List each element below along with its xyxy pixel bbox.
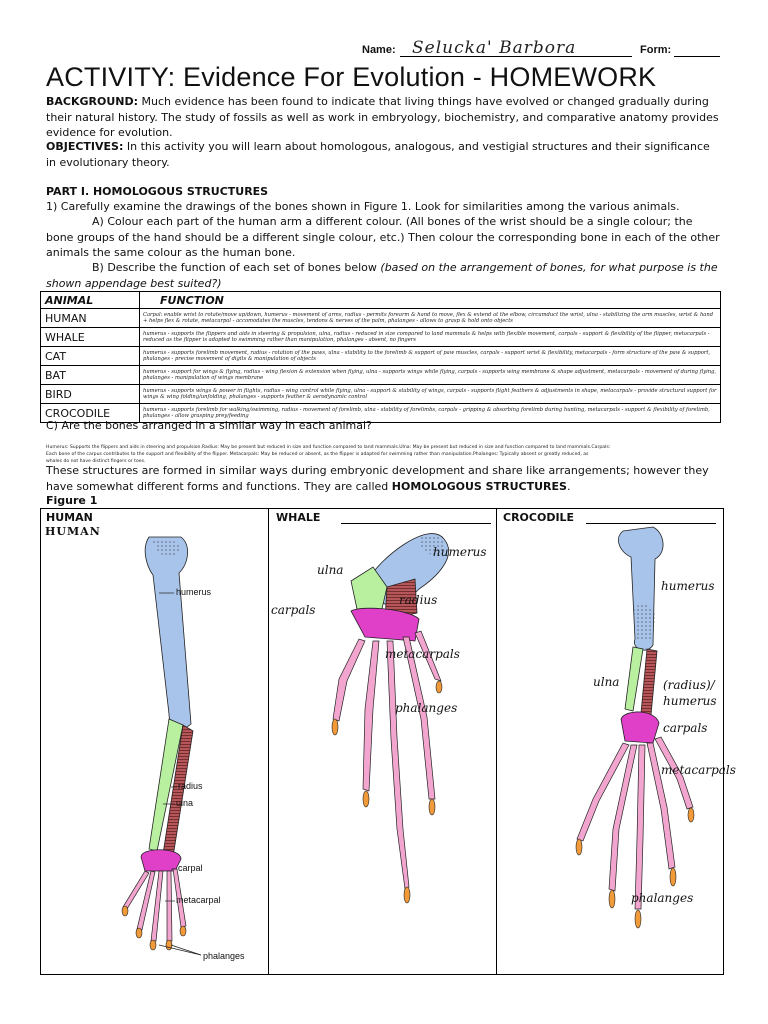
homologous-term: HOMOLOGOUS STRUCTURES xyxy=(391,479,567,493)
whale-label-phalanges: phalanges xyxy=(395,701,458,715)
human-fingers xyxy=(122,868,187,942)
croc-heading-rule xyxy=(586,523,716,524)
function-cell[interactable]: humerus - support for wings & flying, ra… xyxy=(139,365,721,385)
human-label-carpal: carpal xyxy=(178,863,203,873)
human-arm-diagram xyxy=(121,536,202,956)
background-paragraph: BACKGROUND: Much evidence has been found… xyxy=(46,94,722,141)
question-1b-text: B) Describe the function of each set of … xyxy=(92,261,377,274)
figure-1: HUMAN WHALE CROCODILE HUMAN xyxy=(40,508,736,975)
animal-cell: CAT xyxy=(40,346,140,366)
name-value[interactable]: Selucka' Barbora xyxy=(412,38,577,58)
col-animal: ANIMAL xyxy=(40,291,140,309)
human-handwritten: HUMAN xyxy=(45,525,101,538)
question-1a-text: A) Colour each part of the human arm a d… xyxy=(46,215,720,259)
table-header-row: ANIMAL FUNCTION xyxy=(40,291,721,309)
whale-flipper-diagram xyxy=(331,533,450,904)
whale-radius xyxy=(384,578,418,620)
human-label-ulna: ulna xyxy=(176,798,194,808)
objectives-label: OBJECTIVES: xyxy=(46,140,124,153)
divider-2 xyxy=(496,509,497,974)
name-row: Name: Selucka' Barbora Form: xyxy=(362,38,722,62)
table-row: BIRD humerus - supports wings & power in… xyxy=(40,384,721,404)
background-label: BACKGROUND: xyxy=(46,95,139,108)
human-carpals xyxy=(140,849,182,872)
table-row: HUMAN Carpal: enable wrist to rotate/mov… xyxy=(40,308,721,328)
human-humerus xyxy=(144,536,192,729)
human-label-radius: radius xyxy=(178,781,203,791)
function-table: ANIMAL FUNCTION HUMAN Carpal: enable wri… xyxy=(40,291,721,423)
table-row: CROCODILE humerus - supports forelimb fo… xyxy=(40,403,721,423)
croc-digits xyxy=(576,736,694,910)
whale-label-radius: radius xyxy=(399,593,438,607)
function-cell[interactable]: Carpal: enable wrist to rotate/move up/d… xyxy=(139,308,721,328)
question-1b-italic: (based on the arrangement of bones, for … xyxy=(46,261,718,290)
animal-cell: BAT xyxy=(40,365,140,385)
croc-label-metacarpals: metacarpals xyxy=(661,763,736,777)
small-answer-line: Each bone of the carpus contributes to t… xyxy=(46,452,589,457)
human-heading: HUMAN xyxy=(46,511,93,524)
form-label: Form: xyxy=(640,44,672,56)
function-cell[interactable]: humerus - supports the flippers and aids… xyxy=(139,327,721,347)
croc-ulna xyxy=(624,646,644,712)
objectives-text: In this activity you will learn about ho… xyxy=(46,140,710,169)
function-cell[interactable]: humerus - supports forelimb movement, ra… xyxy=(139,346,721,366)
homologous-paragraph: These structures are formed in similar w… xyxy=(46,463,722,494)
name-label: Name: xyxy=(362,44,396,56)
whale-digits xyxy=(332,630,442,890)
table-row: CAT humerus - supports forelimb movement… xyxy=(40,346,721,366)
figure-caption: Figure 1 xyxy=(46,494,98,507)
whale-label-ulna: ulna xyxy=(317,563,344,577)
whale-label-humerus: humerus xyxy=(433,545,487,559)
croc-label-ulna: ulna xyxy=(593,675,620,689)
question-1b: B) Describe the function of each set of … xyxy=(46,260,722,291)
whale-heading: WHALE xyxy=(276,511,321,524)
function-cell[interactable]: humerus - supports wings & power in flig… xyxy=(139,384,721,404)
animal-cell: CROCODILE xyxy=(40,403,140,423)
form-underline[interactable] xyxy=(674,56,720,57)
crocodile-limb-diagram xyxy=(575,526,695,929)
homologous-end: . xyxy=(566,479,571,493)
name-underline xyxy=(400,56,632,57)
animal-cell: BIRD xyxy=(40,384,140,404)
table-row: WHALE humerus - supports the flippers an… xyxy=(40,327,721,347)
crocodile-heading: CROCODILE xyxy=(503,511,575,524)
col-function: FUNCTION xyxy=(139,291,721,309)
croc-label-carpals: carpals xyxy=(663,721,708,735)
croc-label-humerus: humerus xyxy=(661,579,715,593)
page-title: ACTIVITY: Evidence For Evolution - HOMEW… xyxy=(46,62,657,92)
homologous-text: These structures are formed in similar w… xyxy=(46,464,709,493)
small-answer-line: Humerus: Supports the flippers and aids … xyxy=(46,445,611,450)
croc-label-radius-humerus: (radius)/ humerus xyxy=(663,678,717,708)
whale-carpals xyxy=(350,607,420,642)
part1-heading: PART I. HOMOLOGOUS STRUCTURES xyxy=(46,185,269,198)
question-1: 1) Carefully examine the drawings of the… xyxy=(46,200,680,213)
human-label-humerus: humerus xyxy=(176,587,212,597)
animal-cell: HUMAN xyxy=(40,308,140,328)
whale-heading-rule xyxy=(341,523,491,524)
table-row: BAT humerus - support for wings & flying… xyxy=(40,365,721,385)
divider-1 xyxy=(268,509,269,974)
human-label-metacarpal: metacarpal xyxy=(176,895,221,905)
whale-label-carpals: carpals xyxy=(271,603,316,617)
croc-label-phalanges: phalanges xyxy=(631,891,694,905)
objectives-paragraph: OBJECTIVES: In this activity you will le… xyxy=(46,139,722,170)
small-answer-line: whales do not have distinct fingers or t… xyxy=(46,459,146,464)
function-cell[interactable]: humerus - supports forelimb for walking/… xyxy=(139,403,721,423)
croc-carpals xyxy=(620,711,660,744)
question-1a: A) Colour each part of the human arm a d… xyxy=(46,214,722,261)
small-answer[interactable]: Humerus: Supports the flippers and aids … xyxy=(46,444,726,465)
croc-radius xyxy=(640,648,658,716)
question-1c: C) Are the bones arranged in a similar w… xyxy=(46,419,372,432)
whale-ulna xyxy=(350,566,388,614)
human-label-phalanges: phalanges xyxy=(203,951,245,961)
animal-cell: WHALE xyxy=(40,327,140,347)
background-text: Much evidence has been found to indicate… xyxy=(46,95,719,139)
whale-label-metacarpals: metacarpals xyxy=(385,647,460,661)
